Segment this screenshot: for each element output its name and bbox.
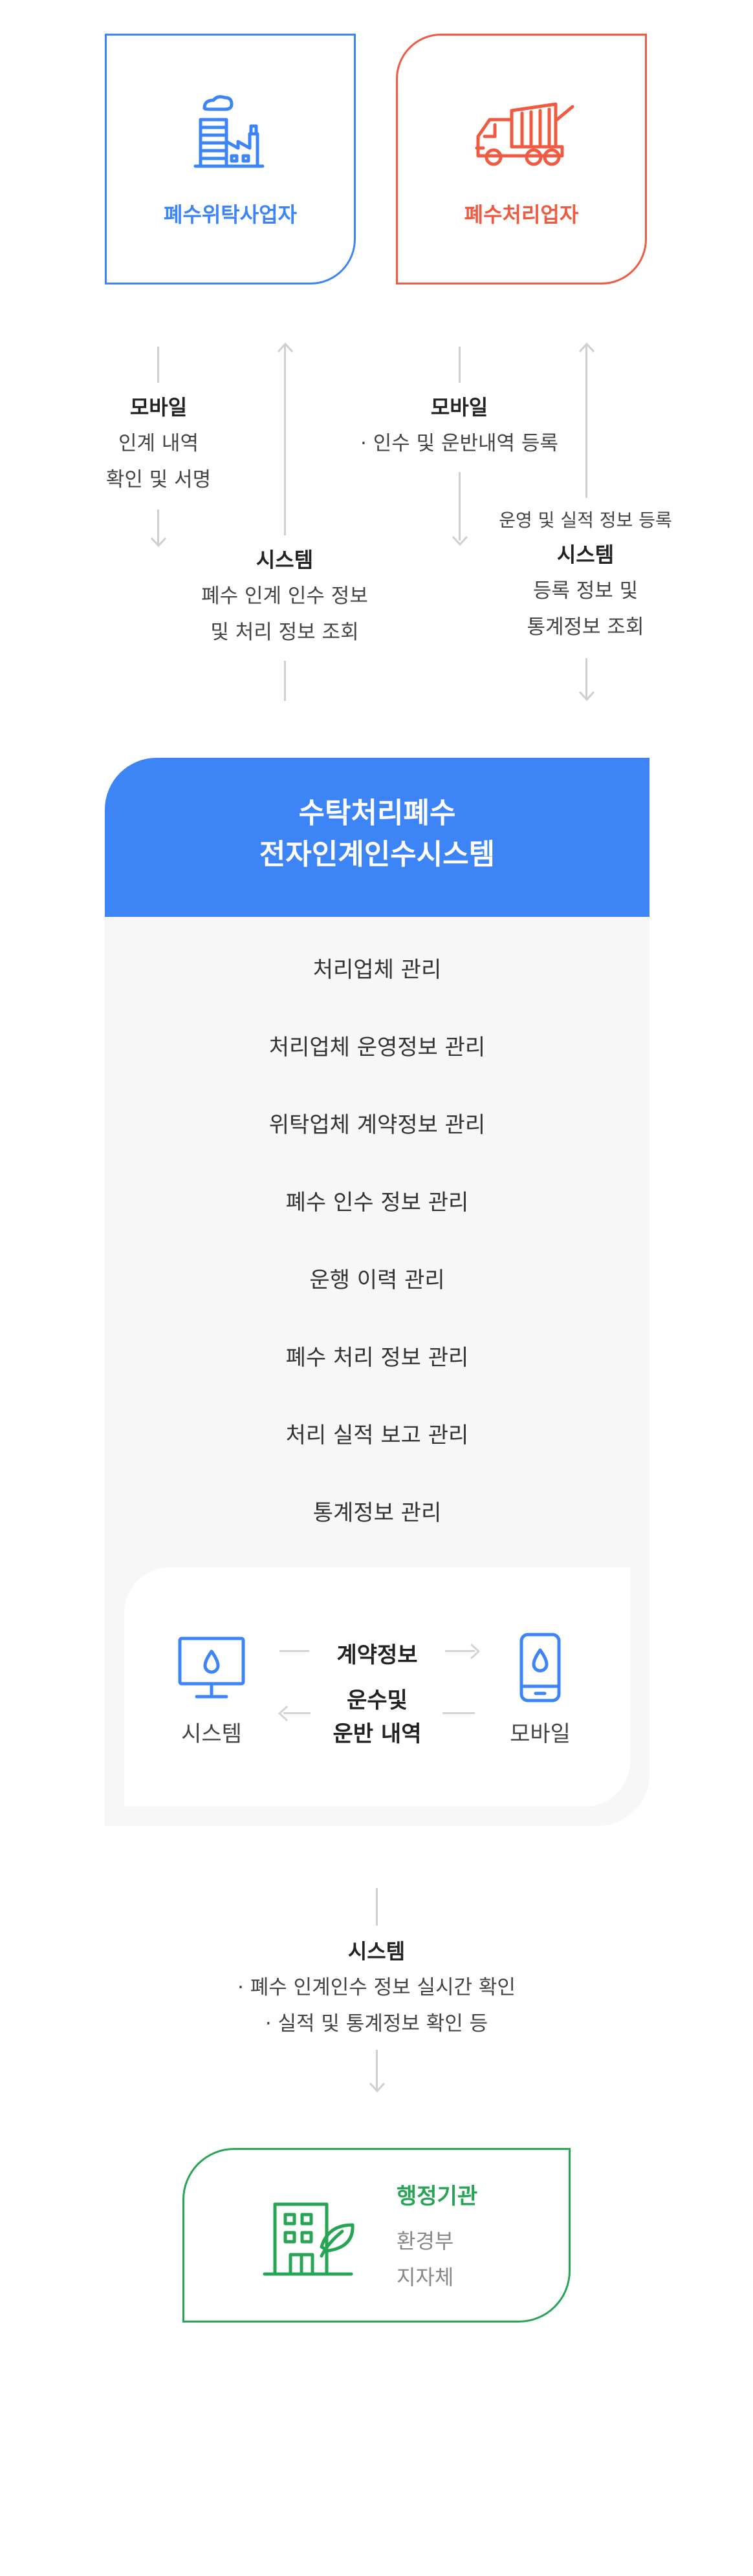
agency-card: 행정기관 환경부 지자체 bbox=[182, 2148, 571, 2323]
flow-line: · 실적 및 통계정보 확인 등 bbox=[265, 2012, 488, 2035]
consignor-card: 폐수위탁사업자 bbox=[105, 34, 356, 284]
connector-line bbox=[442, 1712, 475, 1714]
connector-line bbox=[279, 1650, 309, 1652]
arrow-down-icon bbox=[369, 2082, 386, 2093]
arrow-down-icon bbox=[150, 537, 167, 548]
flow-title: 시스템 bbox=[256, 548, 314, 572]
flow-title: 모바일 bbox=[430, 395, 488, 420]
factory-icon bbox=[107, 94, 354, 174]
system-item: 폐수 인수 정보 관리 bbox=[285, 1190, 469, 1216]
agency-member: 환경부 bbox=[397, 2229, 454, 2253]
system-item: 위탁업체 계약정보 관리 bbox=[268, 1112, 486, 1138]
flow-line: 폐수 인계 인수 정보 bbox=[201, 585, 368, 608]
connector-line bbox=[459, 472, 461, 541]
processor-mobile-note: 모바일 · 인수 및 운반내역 등록 bbox=[336, 389, 582, 462]
system-item: 폐수 처리 정보 관리 bbox=[285, 1345, 469, 1371]
arrow-left-icon bbox=[278, 1705, 289, 1722]
consignor-mobile-note: 모바일 인계 내역 확인 및 서명 bbox=[84, 389, 233, 498]
consignor-system-note: 시스템 폐수 인계 인수 정보 및 처리 정보 조회 bbox=[175, 542, 395, 650]
sync-mobile-label: 모바일 bbox=[510, 1721, 571, 1747]
connector-line bbox=[585, 658, 587, 698]
arrow-down-icon bbox=[578, 691, 595, 702]
system-item: 통계정보 관리 bbox=[312, 1500, 442, 1526]
processor-label: 폐수처리업자 bbox=[464, 202, 579, 227]
agency-member: 지자체 bbox=[397, 2265, 454, 2290]
flow-line: 인계 내역 bbox=[118, 432, 199, 455]
system-title: 전자인계인수시스템 bbox=[259, 838, 496, 871]
connector-line bbox=[376, 2050, 378, 2090]
system-title: 수탁처리폐수 bbox=[298, 797, 456, 830]
system-item: 처리 실적 보고 관리 bbox=[285, 1422, 469, 1448]
connector-line bbox=[157, 347, 159, 383]
transport-history-line: 운수및 bbox=[347, 1688, 408, 1713]
connector-line bbox=[459, 347, 461, 383]
processor-card: 폐수처리업자 bbox=[396, 34, 647, 284]
flow-note: 운영 및 실적 정보 등록 bbox=[499, 510, 672, 531]
arrow-down-icon bbox=[452, 535, 468, 546]
flow-line: 및 처리 정보 조회 bbox=[210, 621, 359, 644]
agency-title: 행정기관 bbox=[397, 2184, 478, 2209]
processor-system-note: 운영 및 실적 정보 등록 시스템 등록 정보 및 통계정보 조회 bbox=[472, 504, 699, 645]
consignor-label: 폐수위탁사업자 bbox=[163, 202, 298, 227]
flow-line: · 인수 및 운반내역 등록 bbox=[360, 432, 558, 455]
monitor-icon bbox=[176, 1636, 247, 1703]
arrow-right-icon bbox=[470, 1643, 481, 1660]
connector-line bbox=[283, 1712, 311, 1714]
flow-line: 확인 및 서명 bbox=[105, 468, 212, 491]
agency-flow-note: 시스템 · 폐수 인계인수 정보 실시간 확인 · 실적 및 통계정보 확인 등 bbox=[182, 1933, 571, 2042]
system-item: 처리업체 관리 bbox=[312, 957, 442, 983]
transport-history-label: 운수및 운반 내역 bbox=[311, 1684, 444, 1751]
system-header: 수탁처리폐수 전자인계인수시스템 bbox=[105, 758, 649, 917]
flow-title: 시스템 bbox=[347, 1939, 406, 1964]
smartphone-icon bbox=[518, 1632, 563, 1706]
system-item: 처리업체 운영정보 관리 bbox=[268, 1035, 486, 1060]
truck-icon bbox=[398, 94, 645, 174]
connector-line bbox=[445, 1650, 475, 1652]
contract-info-label: 계약정보 bbox=[336, 1642, 418, 1668]
sync-system-label: 시스템 bbox=[181, 1721, 242, 1747]
transport-history-line: 운반 내역 bbox=[333, 1721, 422, 1747]
flow-title: 시스템 bbox=[556, 542, 615, 567]
connector-line bbox=[284, 661, 286, 701]
flow-title: 모바일 bbox=[129, 395, 188, 420]
connector-line bbox=[376, 1888, 378, 1926]
flow-line: · 폐수 인계인수 정보 실시간 확인 bbox=[237, 1976, 516, 1999]
flow-line: 통계정보 조회 bbox=[527, 616, 644, 639]
connector-line bbox=[284, 344, 286, 535]
connector-line bbox=[585, 344, 587, 498]
flow-line: 등록 정보 및 bbox=[532, 579, 638, 603]
connector-line bbox=[157, 510, 159, 546]
eco-building-icon bbox=[262, 2195, 359, 2282]
system-item: 운행 이력 관리 bbox=[309, 1267, 445, 1293]
